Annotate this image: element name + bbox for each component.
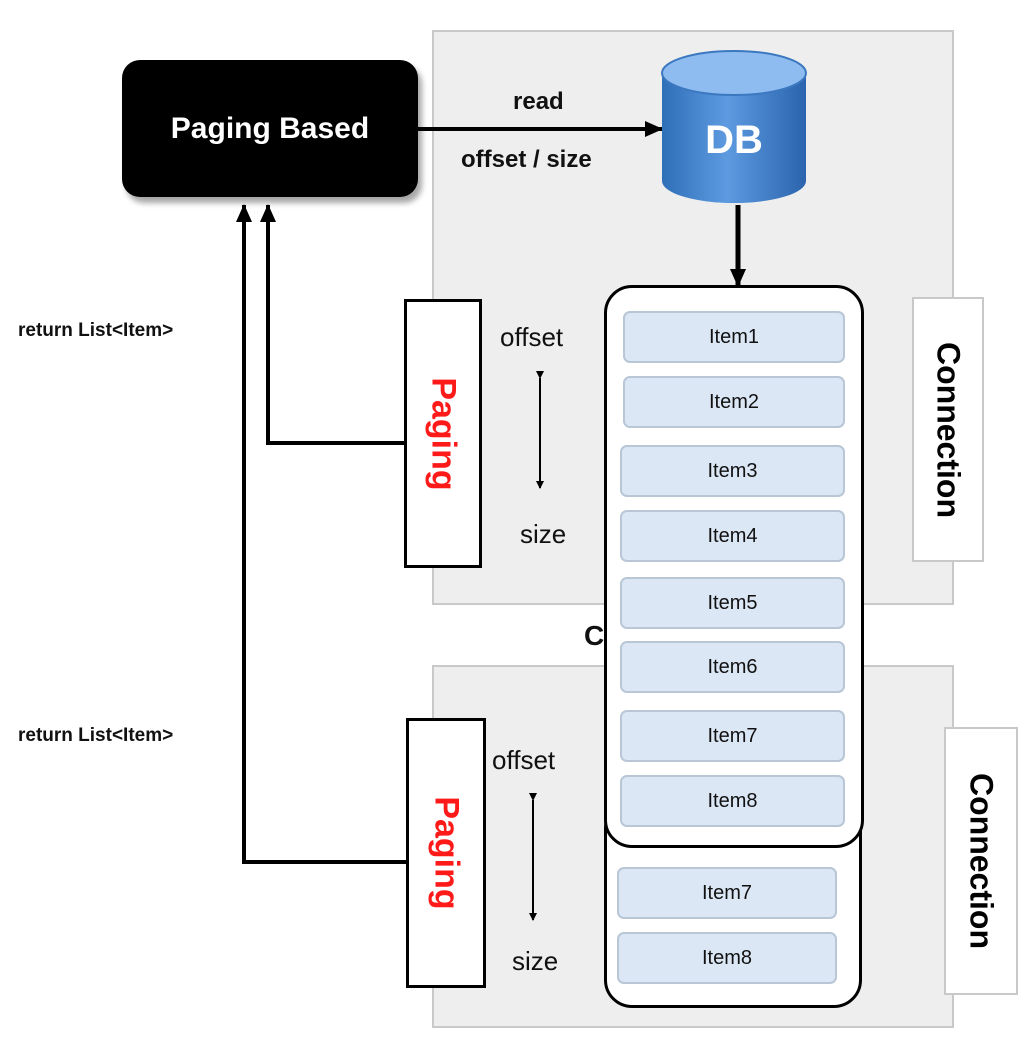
offset-label-top: offset — [500, 322, 564, 352]
overlap-glyph: C — [584, 620, 605, 651]
offset-size-label: offset / size — [461, 146, 592, 173]
list-item: Item8 — [617, 932, 837, 984]
paging-box-top: Paging — [404, 299, 482, 568]
paging-box-bottom: Paging — [406, 718, 486, 988]
read-label: read — [513, 88, 564, 115]
connection-box-top: Connection — [912, 297, 984, 562]
connection-label-bottom: Connection — [963, 773, 1000, 949]
paging-based-label: Paging Based — [170, 111, 370, 145]
list-item: Item7 — [620, 710, 845, 762]
size-label-bottom: size — [512, 946, 559, 976]
list-item: Item2 — [623, 376, 845, 428]
connection-box-bottom: Connection — [944, 727, 1018, 995]
paging-based-box: Paging Based — [122, 60, 418, 197]
return-arrow-top — [260, 204, 406, 445]
list-item: Item5 — [620, 577, 845, 629]
size-label-top: size — [520, 519, 567, 549]
return-arrow-bottom — [236, 204, 408, 864]
list-item: Item8 — [620, 775, 845, 827]
list-item: Item4 — [620, 510, 845, 562]
list-item: Item1 — [623, 311, 845, 363]
connection-label-top: Connection — [930, 341, 967, 518]
db-label: DB — [705, 118, 763, 162]
return-list-label-bottom: return List<Item> — [18, 725, 174, 746]
offset-label-bottom: offset — [492, 745, 556, 775]
db-cylinder-icon — [661, 50, 807, 203]
paging-label-bottom: Paging — [427, 796, 466, 910]
list-item: Item6 — [620, 641, 845, 693]
return-list-label-top: return List<Item> — [18, 320, 174, 341]
chunk-container-top: Item1 Item2 Item3 Item4 Item5 Item6 Item… — [604, 285, 864, 848]
list-item: Item7 — [617, 867, 837, 919]
list-item: Item3 — [620, 445, 845, 497]
paging-label-top: Paging — [424, 376, 463, 491]
